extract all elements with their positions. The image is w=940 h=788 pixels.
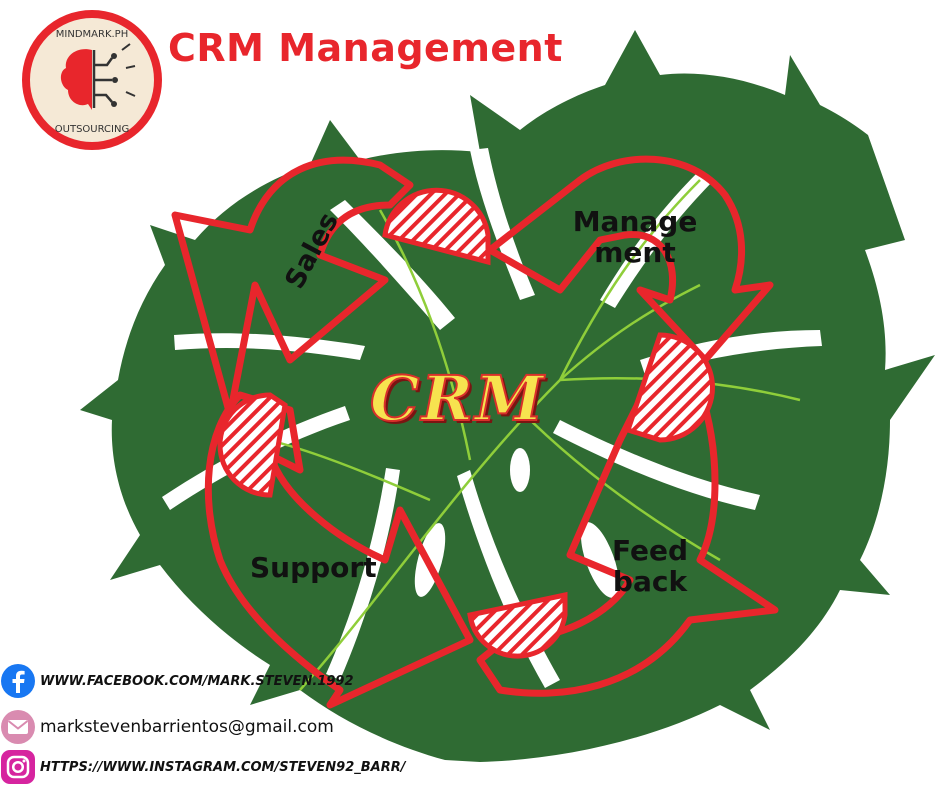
logo-top-text: MINDMARK.PH xyxy=(56,29,128,40)
feedback-line-2: back xyxy=(612,565,688,599)
stage-label-feedback: Feed back xyxy=(600,535,700,598)
arrow-management xyxy=(486,155,774,364)
facebook-icon xyxy=(1,664,35,698)
management-line-1: Manage xyxy=(572,205,698,238)
instagram-icon xyxy=(1,750,35,784)
stage-label-support: Support xyxy=(250,551,377,584)
email-address[interactable]: markstevenbarrientos@gmail.com xyxy=(40,717,334,737)
page-title: CRM Management xyxy=(168,26,563,70)
cycle-arrows xyxy=(171,155,779,709)
contact-facebook[interactable]: WWW.FACEBOOK.COM/MARK.STEVEN.1992 xyxy=(0,662,354,700)
feedback-line-1: Feed xyxy=(611,534,688,567)
arrow-feedback xyxy=(476,356,779,697)
stage-label-management: Manage ment xyxy=(560,206,710,269)
facebook-link[interactable]: WWW.FACEBOOK.COM/MARK.STEVEN.1992 xyxy=(40,673,354,689)
brain-logo-icon: MINDMARK.PH OUTSOURCING xyxy=(22,10,162,150)
email-icon xyxy=(1,710,35,744)
management-line-2: ment xyxy=(594,236,676,270)
logo-bottom-text: OUTSOURCING xyxy=(55,124,129,135)
contact-email[interactable]: markstevenbarrientos@gmail.com xyxy=(0,708,334,746)
center-crm-label: CRM xyxy=(369,361,546,436)
arrow-support xyxy=(204,391,474,709)
instagram-link[interactable]: HTTPS://WWW.INSTAGRAM.COM/STEVEN92_BARR/ xyxy=(40,759,406,775)
hatched-segments xyxy=(217,187,715,659)
monstera-leaf-background xyxy=(80,30,935,762)
arrow-sales xyxy=(171,156,414,419)
contact-instagram[interactable]: HTTPS://WWW.INSTAGRAM.COM/STEVEN92_BARR/ xyxy=(0,748,405,786)
